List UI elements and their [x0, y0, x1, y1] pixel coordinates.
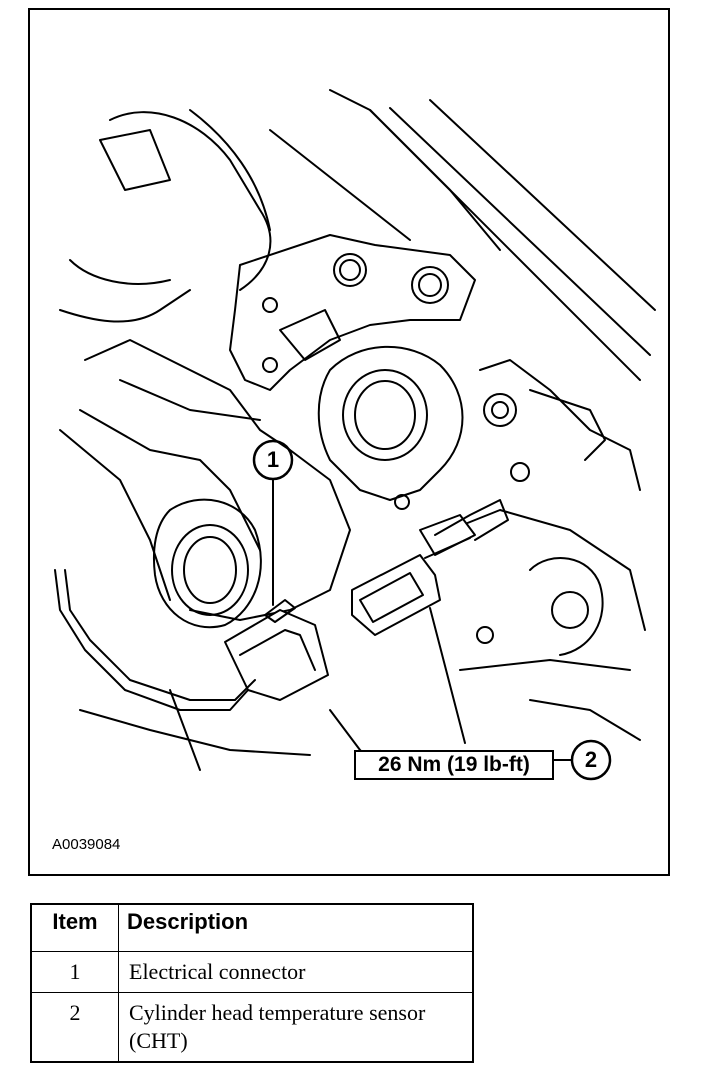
header-item: Item: [30, 903, 119, 952]
table-row: 1 Electrical connector: [30, 951, 474, 993]
callout-2-number: 2: [584, 747, 598, 772]
row-item: 1: [30, 951, 119, 993]
header-description: Description: [118, 903, 474, 952]
row-description: Electrical connector: [118, 951, 474, 993]
callout-1-number: 1: [266, 447, 280, 472]
legend-table: Item Description 1 Electrical connector …: [30, 903, 474, 1063]
engine-diagram: 1 2 26 Nm (19 lb-ft) A0039084: [28, 8, 670, 876]
torque-spec-label: 26 Nm (19 lb-ft): [354, 750, 554, 780]
row-item: 2: [30, 992, 119, 1063]
table-row: 2 Cylinder head temperature sensor (CHT): [30, 992, 474, 1063]
row-description: Cylinder head temperature sensor (CHT): [118, 992, 474, 1063]
figure-id: A0039084: [52, 836, 121, 853]
legend-header-row: Item Description: [30, 903, 474, 952]
engine-illustration: [54, 89, 656, 781]
